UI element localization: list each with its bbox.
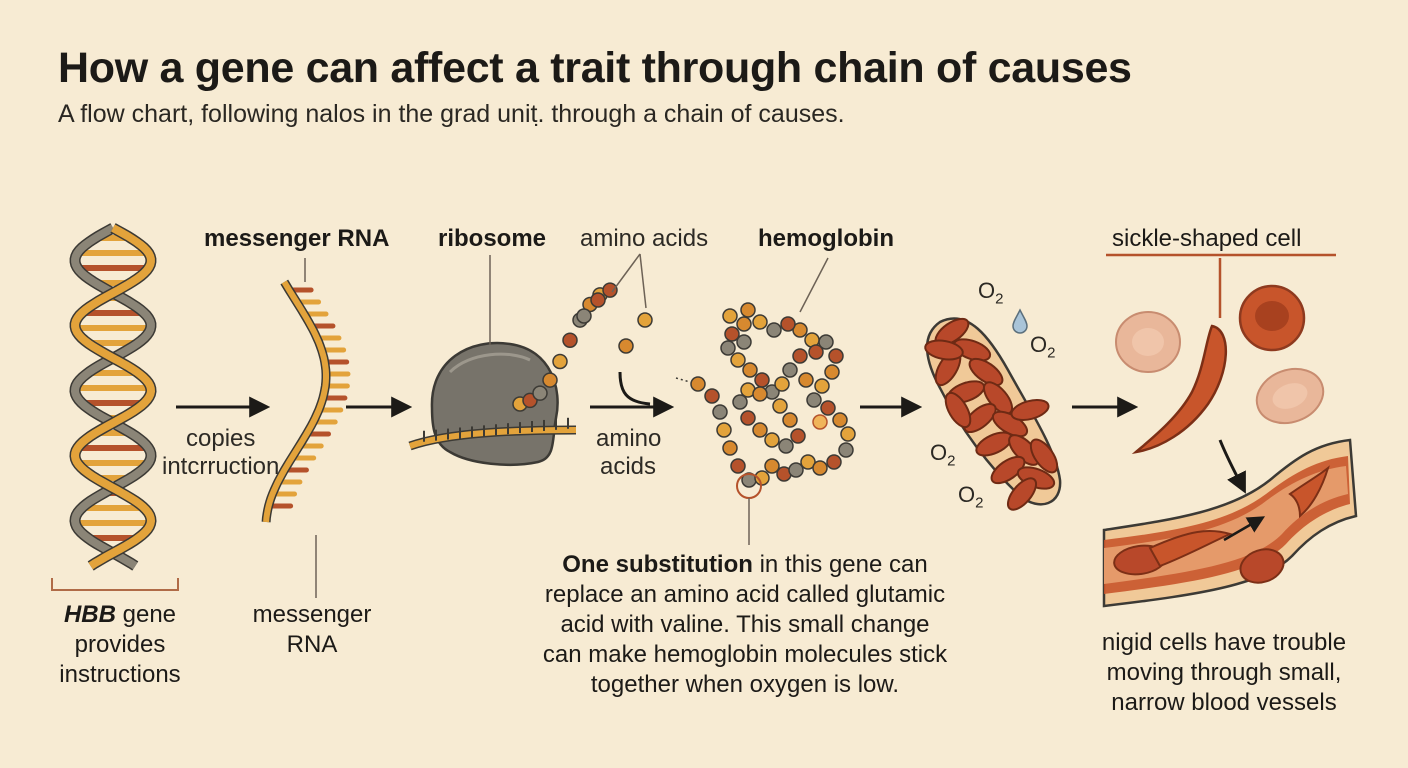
label-intcrruction: intcrruction: [162, 453, 280, 480]
label-rigid-line2: moving through small,: [1106, 659, 1342, 686]
label-provides: provides: [74, 631, 166, 658]
pale-red-cell-icon-2: [1255, 367, 1325, 425]
label-instructions: instructions: [59, 661, 181, 688]
label-rna-bottom: RNA: [286, 631, 338, 658]
narrow-blood-vessel-icon: [1102, 438, 1358, 608]
oxygen-label-3: O2: [930, 440, 956, 470]
oxygen-label-1: O2: [978, 278, 1004, 308]
hemoglobin-chain-icon: [690, 302, 856, 488]
label-acids: acids: [600, 453, 657, 480]
oxygen-label-2: O2: [1030, 332, 1056, 362]
mrna-strand-icon: [261, 279, 351, 523]
page-subtitle: A flow chart, following nalos in the gra…: [58, 100, 845, 128]
label-amino-acids-top: amino acids: [580, 225, 709, 252]
label-hbb-gene: HBB gene: [40, 600, 200, 629]
oxygen-drop-icon: [1012, 308, 1028, 334]
curved-arrow-amino: [618, 371, 651, 406]
oxygen-label-4: O2: [958, 482, 984, 512]
curved-arrow-down: [1218, 439, 1246, 494]
dna-helix-icon: [69, 223, 157, 571]
page-title: How a gene can affect a trait through ch…: [58, 44, 1132, 92]
amino-acid-chain-icon: [512, 282, 653, 412]
amino-leader-2: [639, 253, 647, 309]
label-amino: amino: [596, 425, 662, 452]
hemoglobin-leader: [799, 257, 829, 313]
label-messenger-rna-top: messenger RNA: [204, 225, 390, 252]
normal-red-cell-icon: [1238, 284, 1306, 352]
gene-bracket: [51, 578, 179, 591]
label-sickle-shaped-cell: sickle-shaped cell: [1112, 225, 1302, 252]
label-messenger-bottom: messenger: [252, 601, 372, 628]
substitution-bold: One substitution: [562, 551, 753, 578]
amino-leader-1: [611, 253, 641, 293]
gene-word: gene: [115, 601, 177, 628]
dotted-entry: [675, 377, 691, 383]
label-rigid-line1: nigid cells have trouble: [1101, 629, 1347, 656]
label-ribosome: ribosome: [438, 225, 547, 252]
vessel-with-clumped-cells-icon: [924, 317, 1062, 511]
ribosome-icon: [408, 341, 577, 467]
label-hemoglobin: hemoglobin: [758, 225, 894, 252]
sickle-cell-icon: [1131, 324, 1228, 454]
hbb-name: HBB: [63, 601, 116, 628]
substitution-explanation: One substitution in this gene can replac…: [540, 550, 950, 700]
label-copies: copies: [186, 425, 256, 452]
label-rigid-line3: narrow blood vessels: [1111, 689, 1337, 716]
substitution-rest: in this gene can replace an amino acid c…: [542, 551, 948, 698]
pale-red-cell-icon: [1115, 311, 1181, 373]
heme-dot-icon: [812, 414, 828, 430]
